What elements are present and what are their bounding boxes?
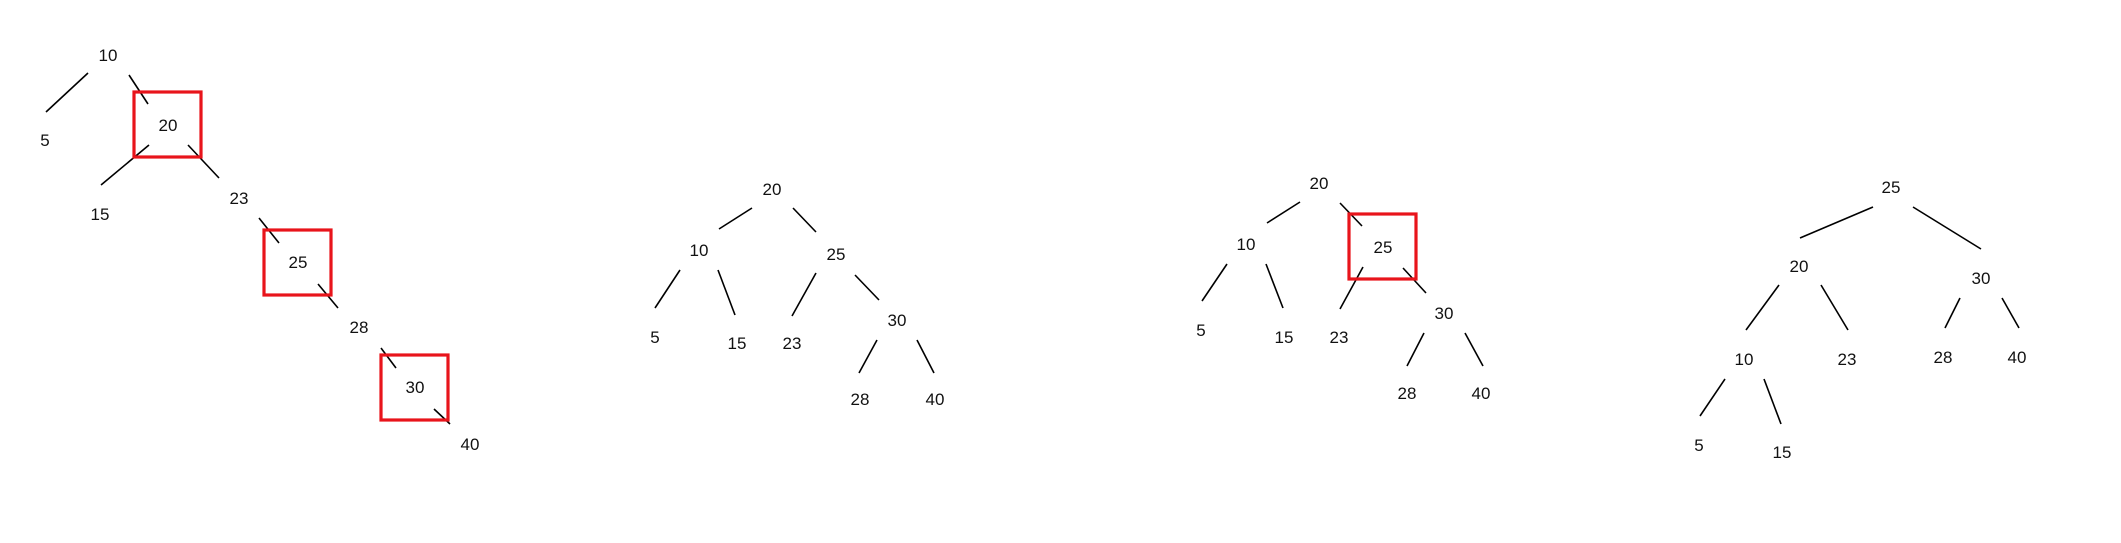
edge-20-10 bbox=[718, 207, 753, 230]
tree-2: 20 10 25 5 15 23 30 28 40 bbox=[650, 180, 944, 409]
edge-10-5 bbox=[45, 72, 89, 113]
edge-30-28 bbox=[858, 339, 878, 374]
node-label: 20 bbox=[159, 116, 178, 135]
edge-25-20 bbox=[1799, 206, 1874, 239]
node-label: 5 bbox=[1694, 436, 1703, 455]
edge-25-23 bbox=[791, 272, 817, 317]
edge-10-15 bbox=[1763, 378, 1782, 425]
edge-30-28 bbox=[1406, 332, 1425, 367]
node-label: 20 bbox=[1790, 257, 1809, 276]
edge-20-10 bbox=[1745, 284, 1780, 331]
edge-10-20 bbox=[128, 74, 149, 105]
edge-25-23 bbox=[1339, 266, 1364, 310]
node-label: 30 bbox=[1972, 269, 1991, 288]
node-label: 28 bbox=[1934, 348, 1953, 367]
node-label: 15 bbox=[91, 205, 110, 224]
node-label: 28 bbox=[350, 318, 369, 337]
node-label: 15 bbox=[1773, 443, 1792, 462]
edge-10-15 bbox=[717, 269, 736, 316]
node-label: 28 bbox=[851, 390, 870, 409]
node-label: 30 bbox=[1435, 304, 1454, 323]
node-label: 23 bbox=[1330, 328, 1349, 347]
node-label: 40 bbox=[926, 390, 945, 409]
node-label: 25 bbox=[289, 253, 308, 272]
node-label: 40 bbox=[2008, 348, 2027, 367]
edge-30-40 bbox=[916, 339, 935, 374]
edge-20-23 bbox=[187, 144, 220, 179]
node-label: 10 bbox=[1237, 235, 1256, 254]
node-label: 25 bbox=[1882, 178, 1901, 197]
edge-20-10 bbox=[1266, 201, 1301, 224]
node-label: 40 bbox=[1472, 384, 1491, 403]
node-label: 25 bbox=[1374, 238, 1393, 257]
edge-20-23 bbox=[1820, 284, 1849, 331]
node-label: 30 bbox=[406, 378, 425, 397]
node-label: 23 bbox=[783, 334, 802, 353]
edge-10-5 bbox=[654, 269, 681, 309]
node-label: 15 bbox=[728, 334, 747, 353]
node-label: 23 bbox=[230, 189, 249, 208]
edge-28-30 bbox=[380, 347, 397, 369]
tree-1: 10 5 20 15 23 25 28 30 40 bbox=[40, 46, 479, 454]
edge-25-30 bbox=[1912, 206, 1982, 250]
node-label: 10 bbox=[99, 46, 118, 65]
edge-30-40 bbox=[1464, 332, 1484, 367]
highlight-box-25 bbox=[262, 228, 333, 297]
edge-10-5 bbox=[1699, 378, 1726, 417]
edge-20-15 bbox=[100, 144, 150, 186]
edge-25-30 bbox=[854, 274, 880, 301]
node-label: 10 bbox=[1735, 350, 1754, 369]
tree-4: 25 20 30 10 23 28 40 5 15 bbox=[1694, 178, 2026, 462]
node-label: 5 bbox=[1196, 321, 1205, 340]
tree-3: 20 10 25 5 15 23 30 28 40 bbox=[1196, 174, 1490, 403]
node-label: 23 bbox=[1838, 350, 1857, 369]
highlight-box-20 bbox=[132, 90, 203, 159]
node-label: 20 bbox=[763, 180, 782, 199]
edge-30-28 bbox=[1944, 297, 1961, 329]
node-label: 30 bbox=[888, 311, 907, 330]
node-label: 5 bbox=[650, 328, 659, 347]
edge-10-5 bbox=[1201, 263, 1228, 302]
edge-30-40 bbox=[2001, 297, 2020, 329]
node-label: 40 bbox=[461, 435, 480, 454]
node-label: 20 bbox=[1310, 174, 1329, 193]
node-label: 28 bbox=[1398, 384, 1417, 403]
highlight-box-30 bbox=[379, 353, 450, 422]
edge-10-15 bbox=[1265, 263, 1284, 309]
node-label: 25 bbox=[827, 245, 846, 264]
node-label: 5 bbox=[40, 131, 49, 150]
edge-20-25 bbox=[792, 207, 817, 233]
node-label: 10 bbox=[690, 241, 709, 260]
highlight-box-25 bbox=[1347, 212, 1418, 281]
node-label: 15 bbox=[1275, 328, 1294, 347]
